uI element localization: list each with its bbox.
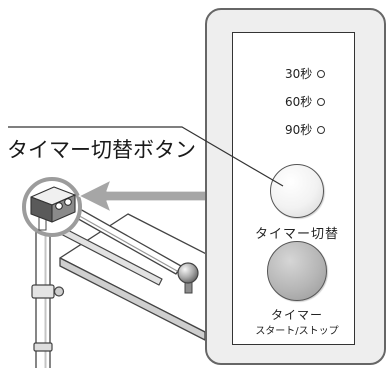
arrow-left-icon — [78, 179, 207, 213]
timer-start-stop-button — [267, 241, 327, 301]
led-indicator-icon — [317, 126, 326, 134]
indicator-label: 60秒 — [285, 95, 313, 109]
timer-unit-button-2 — [64, 198, 72, 206]
sealing-arm — [56, 203, 182, 286]
control-panel-face: 30秒 60秒 90秒 タイマー切替 タイマー スタート/ストップ — [232, 32, 355, 345]
indicator-label: 30秒 — [285, 67, 313, 81]
indicator-90s: 90秒 — [285, 123, 326, 137]
control-panel-frame: 30秒 60秒 90秒 タイマー切替 タイマー スタート/ストップ — [205, 8, 386, 365]
timer-switch-button-callout: タイマー切替ボタン — [7, 138, 196, 162]
indicator-label: 90秒 — [285, 123, 313, 137]
pole-clamp — [31, 284, 55, 299]
indicator-60s: 60秒 — [285, 95, 326, 109]
knob-ball — [177, 262, 199, 284]
timer-unit-button-1 — [55, 202, 63, 210]
timer-start-stop-label-line2: スタート/ストップ — [255, 326, 339, 337]
timer-start-stop-label-line1: タイマー — [270, 308, 323, 322]
support-pole — [31, 225, 65, 368]
timer-unit — [30, 186, 76, 231]
led-indicator-icon — [317, 70, 326, 78]
led-indicator-icon — [317, 98, 326, 106]
arm-knob — [177, 262, 199, 294]
clamp-screw — [53, 286, 65, 297]
timer-switch-button — [270, 164, 324, 218]
heating-strip — [67, 208, 179, 273]
indicator-30s: 30秒 — [285, 67, 326, 81]
timer-switch-button-label: タイマー切替 — [254, 227, 339, 242]
pole-collar — [33, 342, 53, 352]
magnifier-circle-icon — [22, 177, 82, 237]
